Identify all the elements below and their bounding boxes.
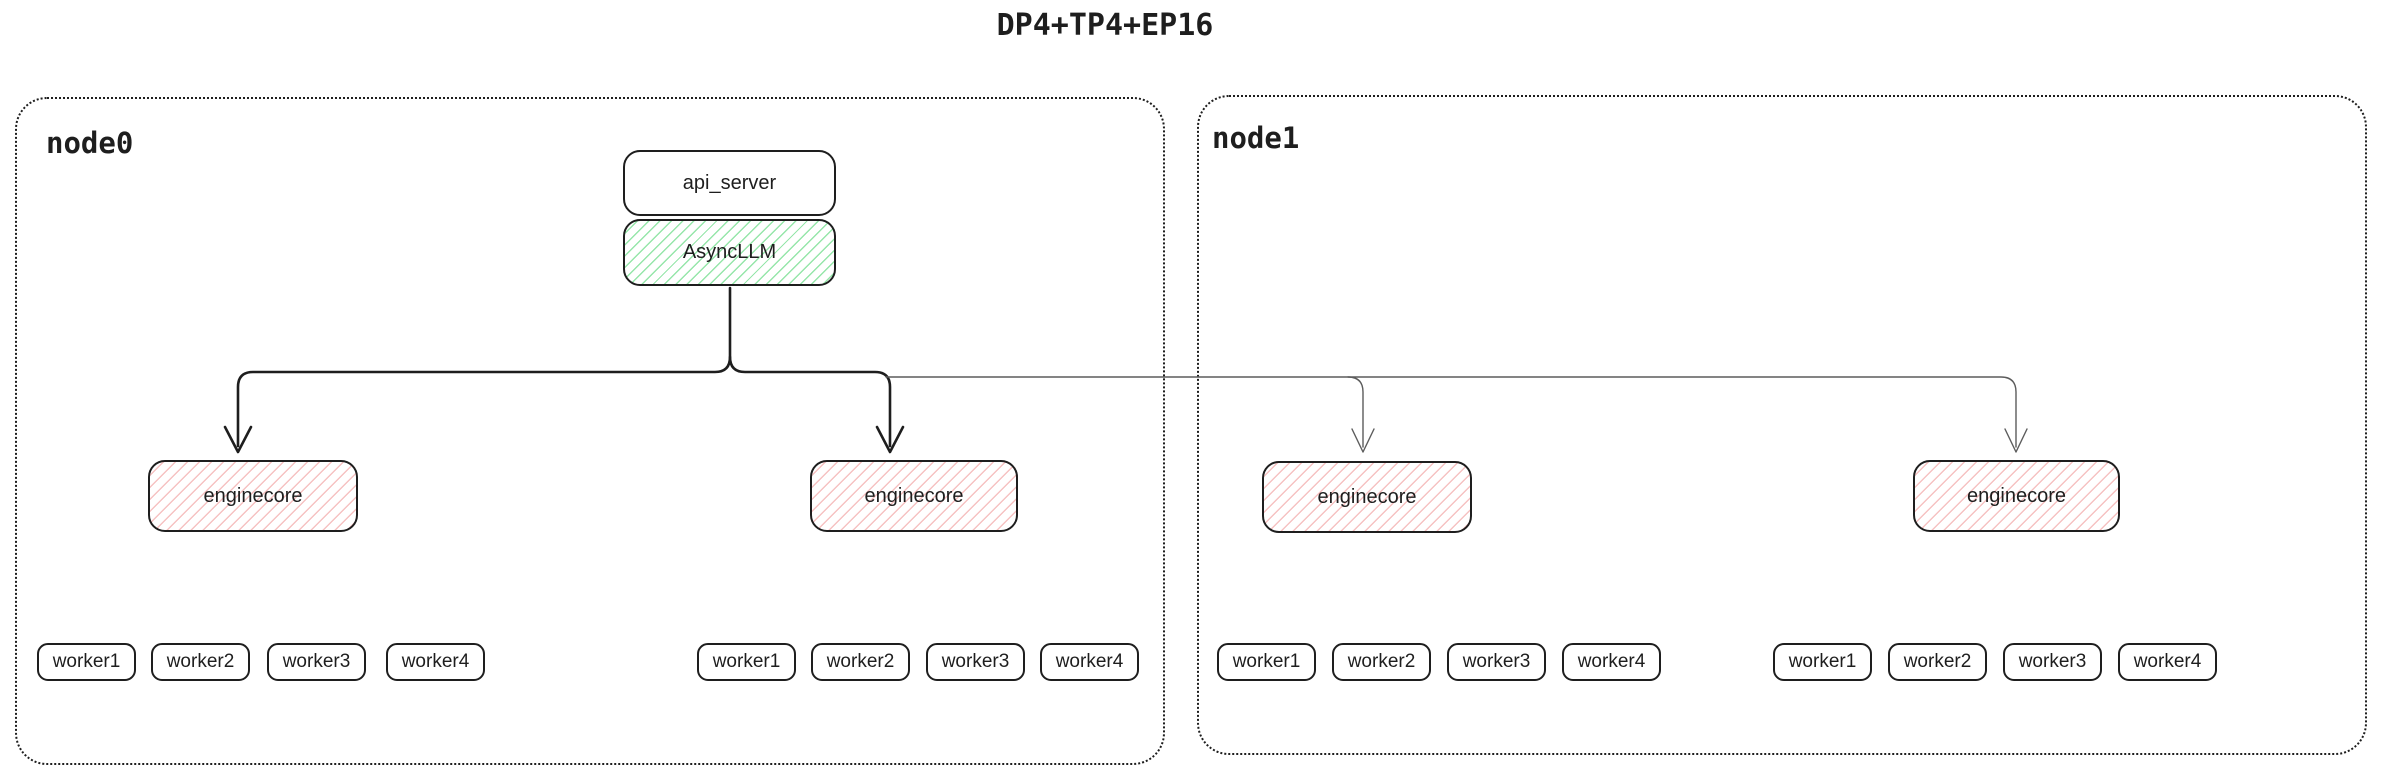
worker-box: worker1 <box>697 643 796 681</box>
worker-box: worker3 <box>1447 643 1546 681</box>
worker-label: worker1 <box>1788 651 1857 672</box>
worker-label: worker3 <box>941 651 1010 672</box>
worker-label: worker1 <box>1232 651 1301 672</box>
worker-label: worker2 <box>166 651 235 672</box>
api-server-label: api_server <box>682 171 777 194</box>
worker-label: worker3 <box>2018 651 2087 672</box>
worker-box: worker3 <box>267 643 366 681</box>
worker-label: worker4 <box>401 651 470 672</box>
worker-label: worker1 <box>52 651 121 672</box>
node0-label: node0 <box>46 126 134 160</box>
worker-label: worker1 <box>712 651 781 672</box>
worker-box: worker4 <box>1562 643 1661 681</box>
worker-box: worker2 <box>811 643 910 681</box>
worker-box: worker1 <box>37 643 136 681</box>
worker-box: worker3 <box>926 643 1025 681</box>
enginecore-label: enginecore <box>864 484 964 507</box>
worker-label: worker4 <box>2133 651 2202 672</box>
enginecore-label: enginecore <box>203 484 303 507</box>
worker-box: worker3 <box>2003 643 2102 681</box>
worker-label: worker2 <box>1903 651 1972 672</box>
enginecore-box-node0-1: enginecore <box>148 460 358 532</box>
worker-label: worker2 <box>1347 651 1416 672</box>
enginecore-box-node1-2: enginecore <box>1913 460 2120 532</box>
worker-box: worker4 <box>2118 643 2217 681</box>
enginecore-label: enginecore <box>1967 484 2066 507</box>
worker-box: worker2 <box>1332 643 1431 681</box>
worker-label: worker4 <box>1055 651 1124 672</box>
worker-label: worker3 <box>282 651 351 672</box>
asyncllm-box: AsyncLLM <box>623 219 836 286</box>
enginecore-label: enginecore <box>1317 485 1417 508</box>
asyncllm-label: AsyncLLM <box>682 241 777 263</box>
worker-label: worker4 <box>1577 651 1646 672</box>
enginecore-box-node1-1: enginecore <box>1262 461 1472 533</box>
enginecore-box-node0-2: enginecore <box>810 460 1018 532</box>
diagram-title: DP4+TP4+EP16 <box>996 8 1214 43</box>
worker-box: worker1 <box>1773 643 1872 681</box>
worker-box: worker2 <box>1888 643 1987 681</box>
worker-box: worker1 <box>1217 643 1316 681</box>
worker-label: worker2 <box>826 651 895 672</box>
worker-box: worker2 <box>151 643 250 681</box>
worker-label: worker3 <box>1462 651 1531 672</box>
node1-label: node1 <box>1212 121 1300 155</box>
api-server-box: api_server <box>623 150 836 216</box>
worker-box: worker4 <box>386 643 485 681</box>
worker-box: worker4 <box>1040 643 1139 681</box>
